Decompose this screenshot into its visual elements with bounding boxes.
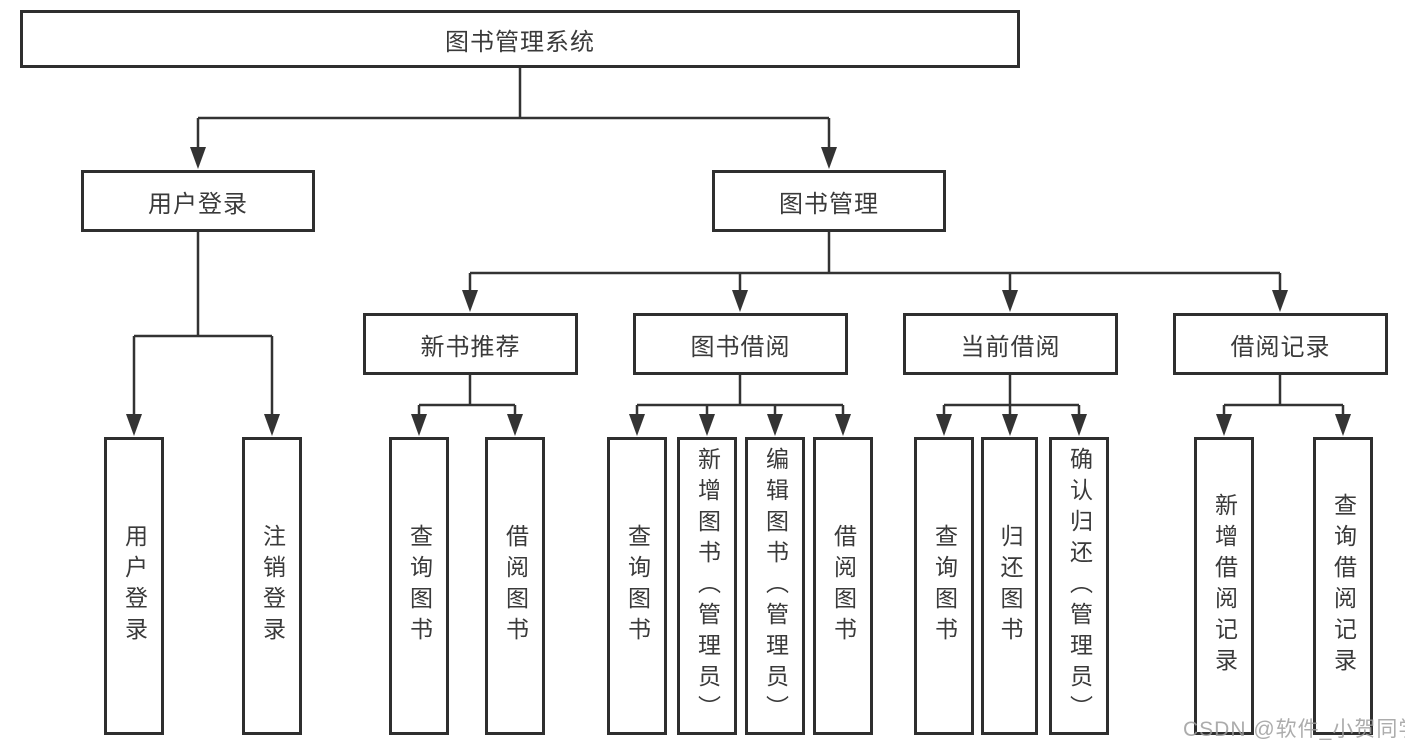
node-label: 用户登录 bbox=[148, 190, 248, 218]
leaf-user-login: 用户登录 bbox=[104, 437, 164, 735]
leaf-edit-book-admin: 编辑图书（管理员） bbox=[745, 437, 805, 735]
leaf-confirm-return-admin: 确认归还（管理员） bbox=[1049, 437, 1109, 735]
node-book-management: 图书管理 bbox=[712, 170, 946, 232]
leaf-label: 借阅图书 bbox=[830, 524, 857, 648]
node-label: 新书推荐 bbox=[420, 333, 521, 361]
csdn-watermark: CSDN @软件_小贺同学 bbox=[1183, 718, 1405, 741]
leaf-label: 注销登录 bbox=[259, 524, 286, 648]
leaf-label: 确认归还（管理员） bbox=[1066, 446, 1093, 726]
node-current-borrow: 当前借阅 bbox=[903, 313, 1118, 375]
node-label: 图书借阅 bbox=[690, 333, 791, 361]
leaf-logout: 注销登录 bbox=[242, 437, 302, 735]
leaf-label: 查询图书 bbox=[931, 524, 958, 648]
node-library-management-system: 图书管理系统 bbox=[20, 10, 1020, 68]
leaf-label: 查询借阅记录 bbox=[1330, 493, 1357, 679]
node-borrow-records: 借阅记录 bbox=[1173, 313, 1388, 375]
leaf-label: 编辑图书（管理员） bbox=[762, 446, 789, 726]
leaf-add-book-admin: 新增图书（管理员） bbox=[677, 437, 737, 735]
leaf-borrow-books-recommend: 借阅图书 bbox=[485, 437, 545, 735]
connector-current-borrow-fan bbox=[942, 375, 1081, 417]
node-label: 图书管理系统 bbox=[445, 28, 595, 56]
node-label: 当前借阅 bbox=[960, 333, 1061, 361]
leaf-query-books-recommend: 查询图书 bbox=[389, 437, 449, 735]
arrowheads bbox=[126, 147, 1351, 436]
node-new-book-recommend: 新书推荐 bbox=[363, 313, 578, 375]
leaf-borrow-books: 借阅图书 bbox=[813, 437, 873, 735]
connector-user-login-fan bbox=[132, 232, 274, 417]
leaf-query-books-current: 查询图书 bbox=[914, 437, 974, 735]
leaf-label: 归还图书 bbox=[997, 524, 1023, 648]
leaf-query-borrow-record: 查询借阅记录 bbox=[1313, 437, 1373, 735]
leaf-label: 新增图书（管理员） bbox=[694, 446, 721, 726]
connector-book-mgmt-fan bbox=[468, 232, 1282, 293]
leaf-add-borrow-record: 新增借阅记录 bbox=[1194, 437, 1254, 735]
leaf-label: 借阅图书 bbox=[502, 524, 529, 648]
leaf-return-books: 归还图书 bbox=[981, 437, 1038, 735]
leaf-query-books-borrow: 查询图书 bbox=[607, 437, 667, 735]
node-label: 图书管理 bbox=[779, 190, 879, 218]
connector-new-book-fan bbox=[417, 375, 517, 417]
connector-root-fan bbox=[196, 68, 831, 150]
leaf-label: 查询图书 bbox=[624, 524, 651, 648]
connector-borrow-records-fan bbox=[1222, 375, 1345, 417]
leaf-label: 查询图书 bbox=[406, 524, 433, 648]
leaf-label: 用户登录 bbox=[121, 524, 148, 648]
connector-book-borrow-fan bbox=[635, 375, 845, 417]
leaf-label: 新增借阅记录 bbox=[1211, 493, 1238, 679]
node-book-borrow: 图书借阅 bbox=[633, 313, 848, 375]
node-user-login: 用户登录 bbox=[81, 170, 315, 232]
node-label: 借阅记录 bbox=[1230, 333, 1331, 361]
